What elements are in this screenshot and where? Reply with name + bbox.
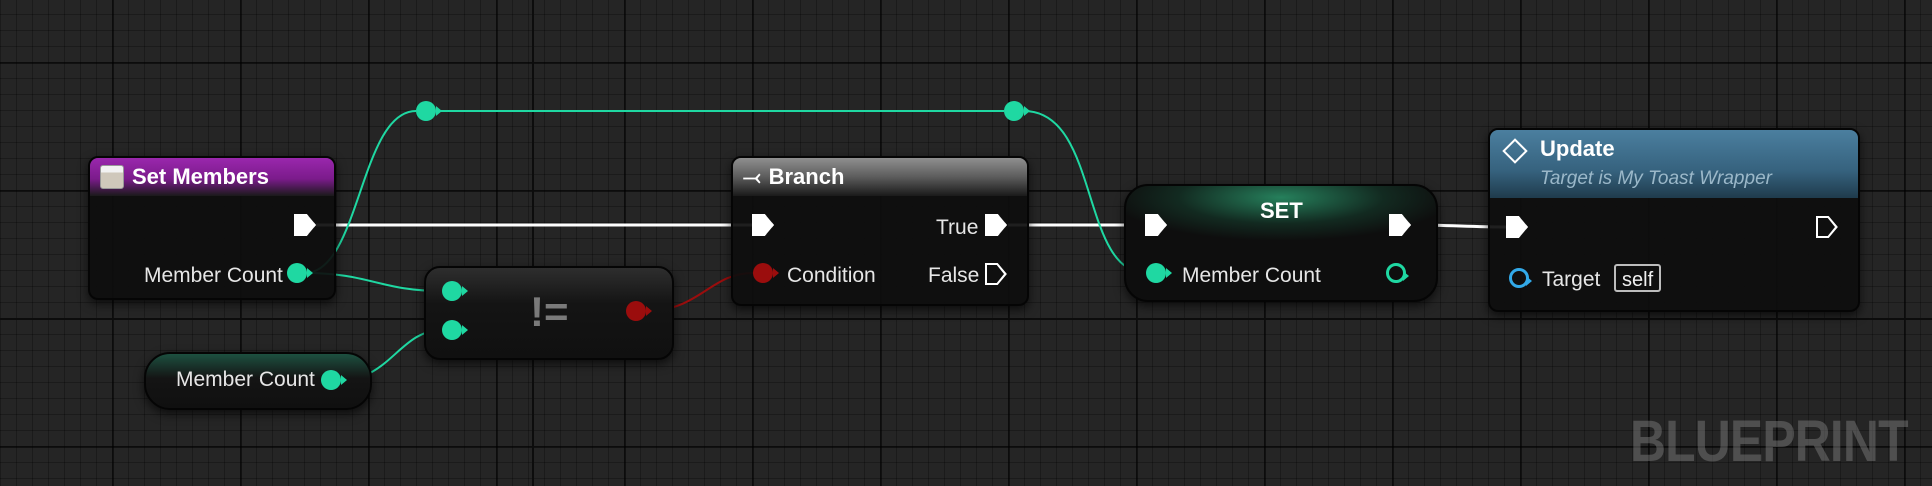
member-count-getter-out-pin[interactable] <box>321 370 347 390</box>
set-members-exec-out-pin[interactable] <box>294 214 316 236</box>
reroute-knot-left[interactable] <box>416 101 442 121</box>
set-member-count-in-pin[interactable] <box>1146 263 1172 283</box>
update-target-label: Target <box>1542 268 1601 291</box>
set-member-count-out-pin[interactable] <box>1386 263 1409 283</box>
function-icon <box>100 165 124 189</box>
branch-node[interactable]: ⤙ Branch Condition True False <box>731 156 1029 306</box>
set-members-title: Set Members <box>132 164 269 189</box>
branch-condition-pin[interactable] <box>753 263 779 283</box>
branch-false-label: False <box>928 264 980 287</box>
diamond-icon <box>1502 138 1528 164</box>
update-node[interactable]: Update Target is My Toast Wrapper Target… <box>1488 128 1860 312</box>
set-exec-out-pin[interactable] <box>1389 214 1411 236</box>
set-members-member-count-pin[interactable] <box>287 263 313 283</box>
branch-header[interactable]: ⤙ Branch <box>733 158 1027 196</box>
set-node[interactable]: SET Member Count <box>1124 184 1438 302</box>
graph-origin-vertical <box>532 0 534 486</box>
not-equal-input-b-pin[interactable] <box>442 320 468 340</box>
member-count-input-label: Member Count <box>144 264 283 287</box>
update-header[interactable]: Update Target is My Toast Wrapper <box>1490 130 1858 198</box>
set-exec-in-pin[interactable] <box>1145 214 1167 236</box>
branch-title: Branch <box>768 164 845 189</box>
member-count-getter-label: Member Count <box>176 368 315 391</box>
not-equal-output-pin[interactable] <box>626 301 652 321</box>
set-member-count-label: Member Count <box>1182 264 1321 287</box>
not-equal-input-a-pin[interactable] <box>442 281 468 301</box>
blueprint-watermark: BLUEPRINT <box>1630 409 1909 474</box>
not-equal-symbol: != <box>530 288 569 335</box>
branch-true-label: True <box>936 216 979 239</box>
update-title: Update <box>1540 136 1615 161</box>
graph-origin-horizontal <box>0 318 1932 320</box>
branch-true-pin[interactable] <box>985 214 1007 236</box>
set-title: SET <box>1260 198 1303 223</box>
update-subtitle: Target is My Toast Wrapper <box>1540 168 1772 189</box>
branch-condition-label: Condition <box>787 264 876 287</box>
reroute-knot-right[interactable] <box>1004 101 1030 121</box>
update-target-value[interactable]: self <box>1614 264 1662 292</box>
set-members-header[interactable]: Set Members <box>90 158 334 196</box>
update-exec-in-pin[interactable] <box>1506 216 1528 238</box>
update-target-pin[interactable] <box>1509 268 1532 288</box>
branch-icon: ⤙ <box>743 164 761 189</box>
branch-exec-in-pin[interactable] <box>752 214 774 236</box>
